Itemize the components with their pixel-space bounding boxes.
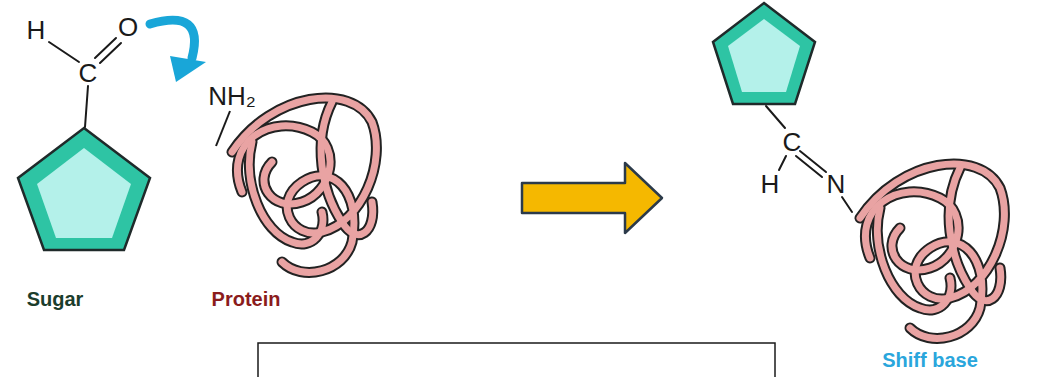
sugar-ring [18,128,150,250]
protein-ribbon [860,164,1004,338]
reaction-arrow [522,163,662,233]
group-label: NH₂ [208,83,256,109]
part-name: Shiff base [882,350,978,370]
atom-label: C [783,129,802,155]
atom-label: H [761,171,780,197]
atom-label: O [118,14,138,40]
atom-label: C [79,60,98,86]
bond-line [216,111,230,146]
bond-lines [49,38,121,127]
part-name: Sugar [27,289,84,309]
protein-ribbon [232,98,376,272]
atom-label: N [827,171,846,197]
attack-arrow [150,20,206,82]
empty-box [258,343,775,377]
sugar-ring [713,3,815,104]
atom-label: H [27,17,46,43]
part-name: Protein [212,289,281,309]
